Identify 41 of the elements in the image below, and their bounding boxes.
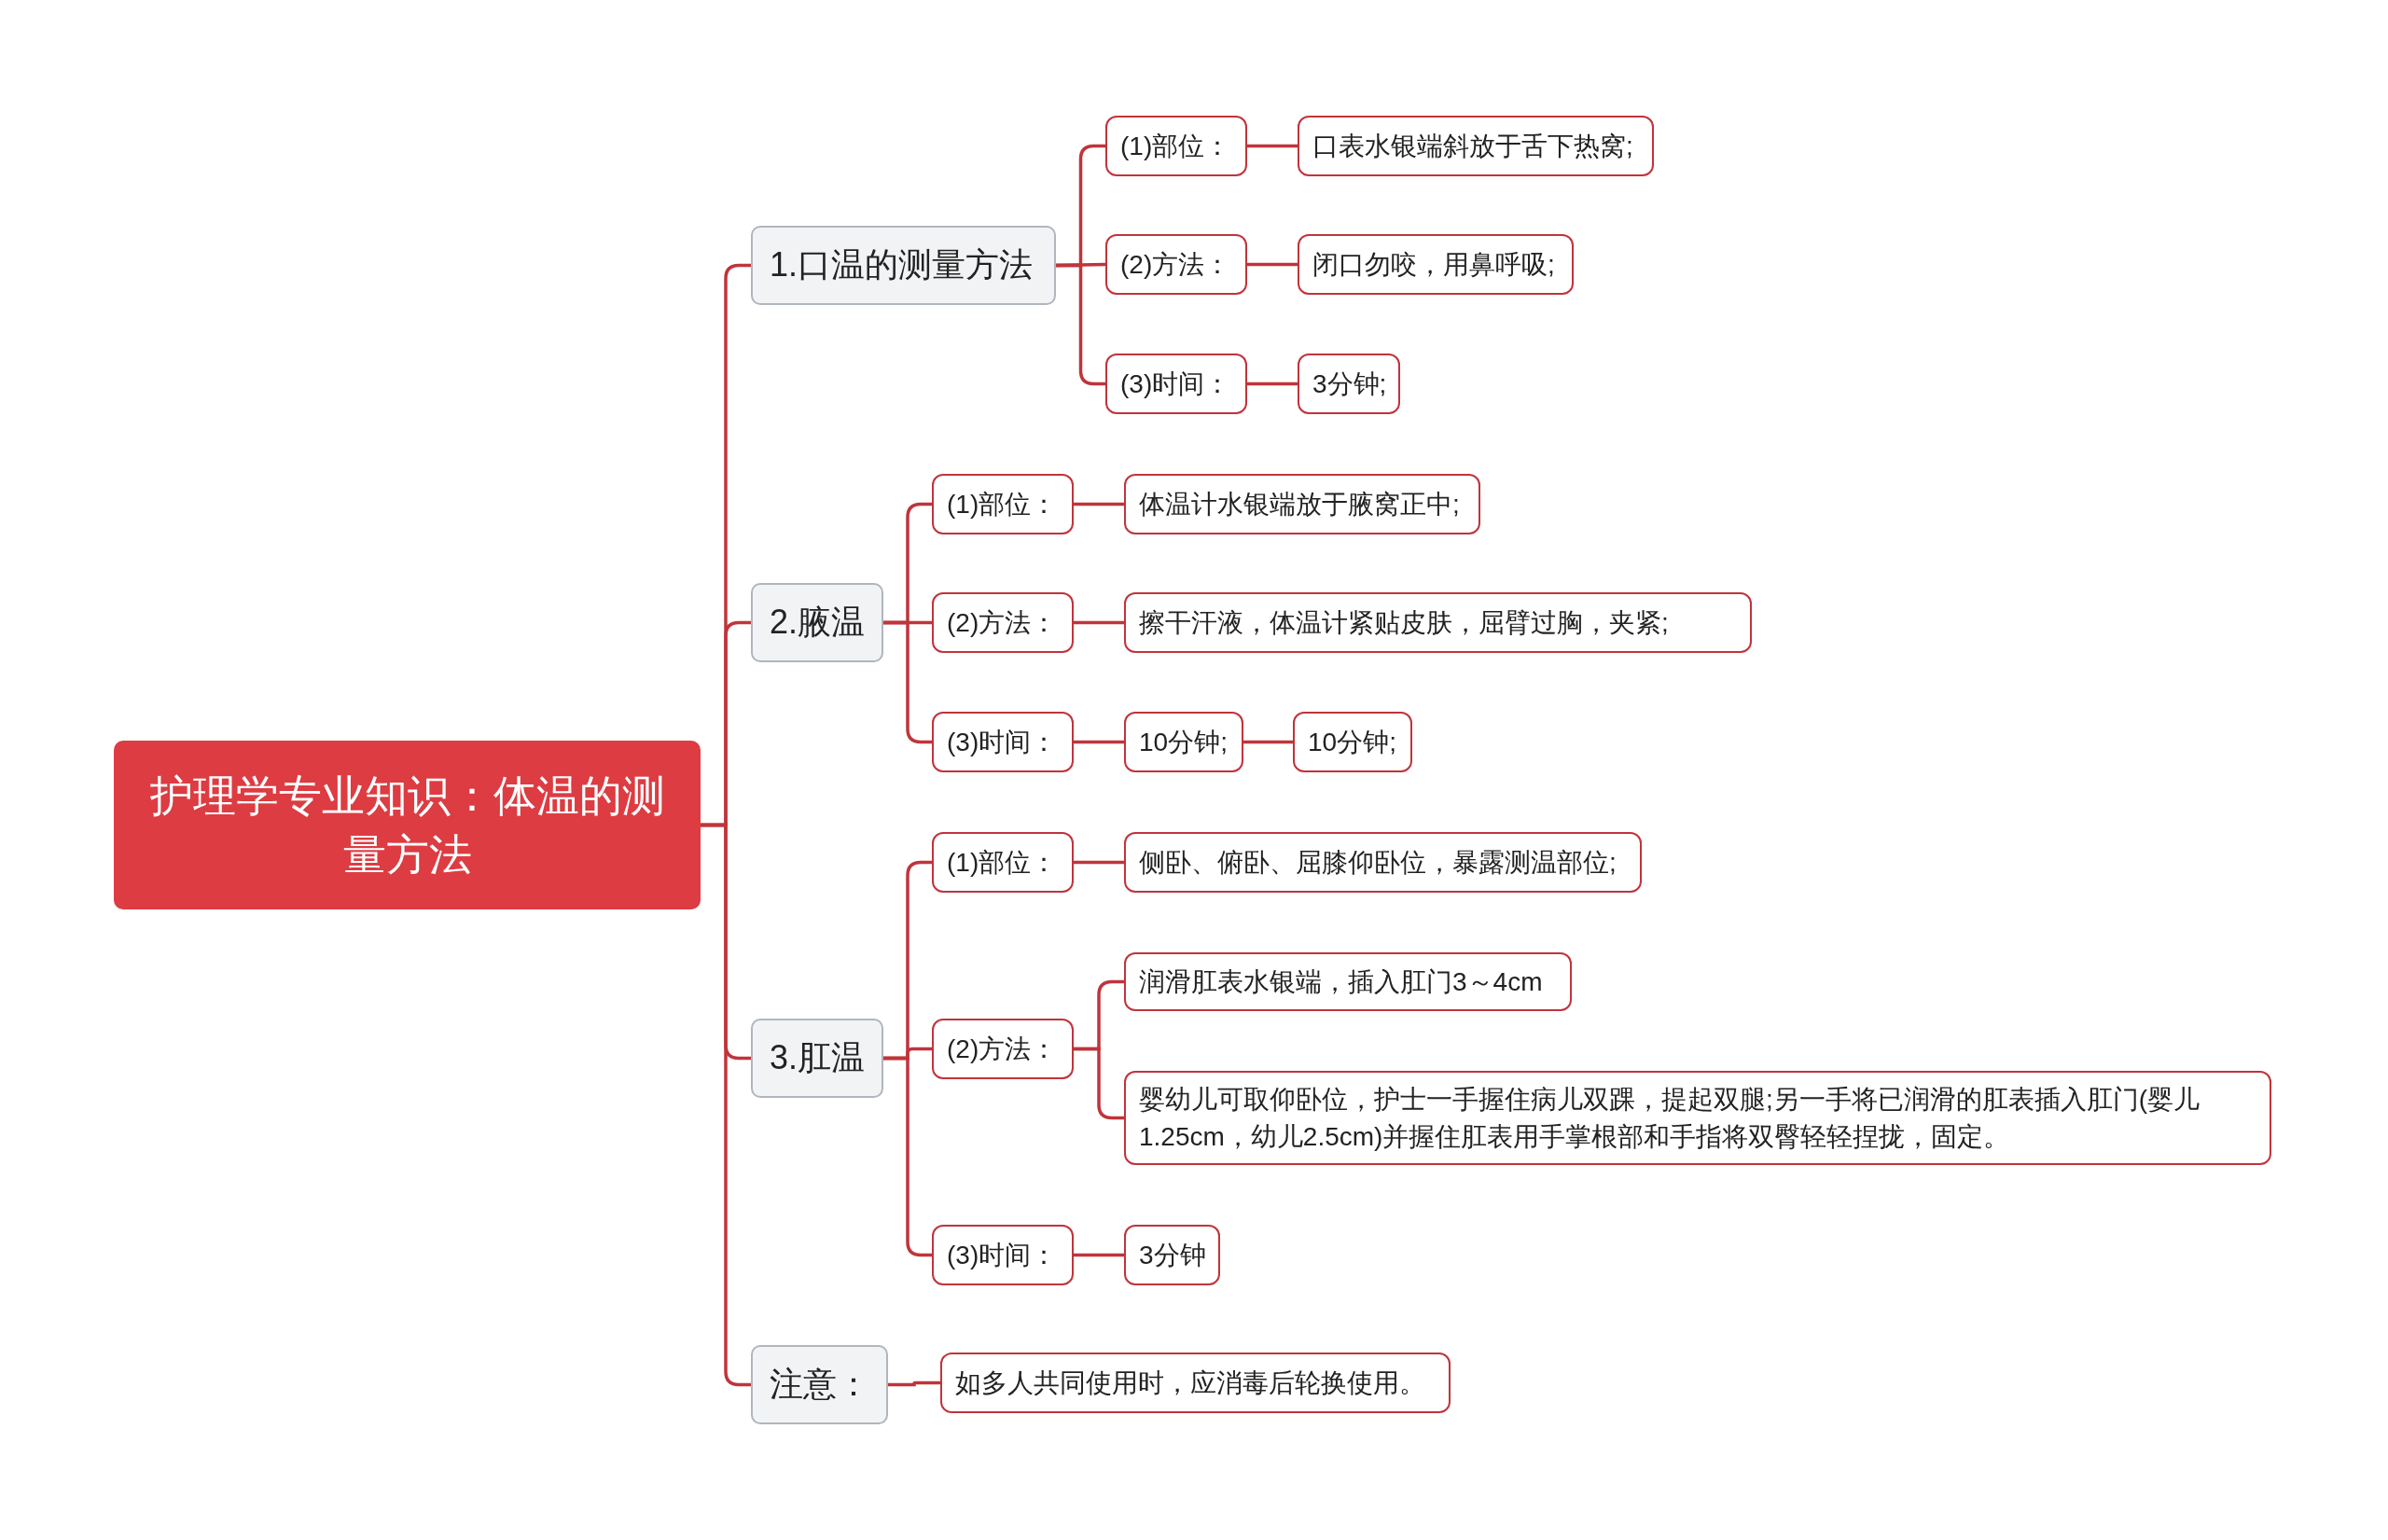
subtopic-box: (1)部位： <box>932 474 1074 534</box>
connector-line <box>1074 502 1124 506</box>
subtopic-box: (2)方法： <box>932 1019 1074 1079</box>
subtopic-box: 10分钟; <box>1293 712 1412 772</box>
connector-line <box>1243 740 1293 744</box>
connector-line <box>1247 262 1298 267</box>
connector-line <box>883 1056 932 1257</box>
subtopic-box: 体温计水银端放于腋窝正中; <box>1124 474 1480 534</box>
connector-line <box>1074 860 1124 865</box>
subtopic-box: 10分钟; <box>1124 712 1243 772</box>
connector-line <box>888 1380 940 1387</box>
topic-box: 1.口温的测量方法 <box>751 226 1056 305</box>
topic-box: 2.腋温 <box>751 583 883 662</box>
subtopic-box: 口表水银端斜放于舌下热窝; <box>1298 116 1654 176</box>
subtopic-box: 婴幼儿可取仰卧位，护士一手握住病儿双踝，提起双腿;另一手将已润滑的肛表插入肛门(婴儿1.25cm，幼儿2.5cm)并握住肛表用手掌根部和手指将双臀轻轻捏拢，固定。 <box>1124 1071 2271 1165</box>
subtopic-box: (2)方法： <box>932 592 1074 653</box>
subtopic-box: (3)时间： <box>932 1225 1074 1285</box>
connector-line <box>1247 382 1298 386</box>
subtopic-box: (2)方法： <box>1105 234 1247 295</box>
subtopic-box: (3)时间： <box>1105 354 1247 414</box>
connector-line <box>1074 620 1124 625</box>
central-topic-box: 护理学专业知识：体温的测量方法 <box>114 741 701 909</box>
connector-line <box>1247 144 1298 148</box>
subtopic-box: 3分钟 <box>1124 1225 1220 1285</box>
subtopic-box: 闭口勿咬，用鼻呼吸; <box>1298 234 1574 295</box>
subtopic-box: (1)部位： <box>932 832 1074 893</box>
connector-line <box>883 620 932 744</box>
subtopic-box: 润滑肛表水银端，插入肛门3～4cm <box>1124 952 1572 1011</box>
connector-line <box>1074 1253 1124 1257</box>
connector-line <box>1074 1047 1124 1120</box>
subtopic-box: 3分钟; <box>1298 354 1400 414</box>
connector-line <box>701 823 751 1387</box>
subtopic-box: 擦干汗液，体温计紧贴皮肤，屈臂过胸，夹紧; <box>1124 592 1752 653</box>
connector-line <box>1074 740 1124 744</box>
subtopic-box: 侧卧、俯卧、屈膝仰卧位，暴露测温部位; <box>1124 832 1642 893</box>
connector-line <box>1056 263 1105 386</box>
subtopic-box: 如多人共同使用时，应消毒后轮换使用。 <box>940 1353 1451 1413</box>
subtopic-box: (3)时间： <box>932 712 1074 772</box>
subtopic-box: (1)部位： <box>1105 116 1247 176</box>
topic-box: 3.肛温 <box>751 1019 883 1098</box>
topic-box: 注意： <box>751 1345 888 1424</box>
